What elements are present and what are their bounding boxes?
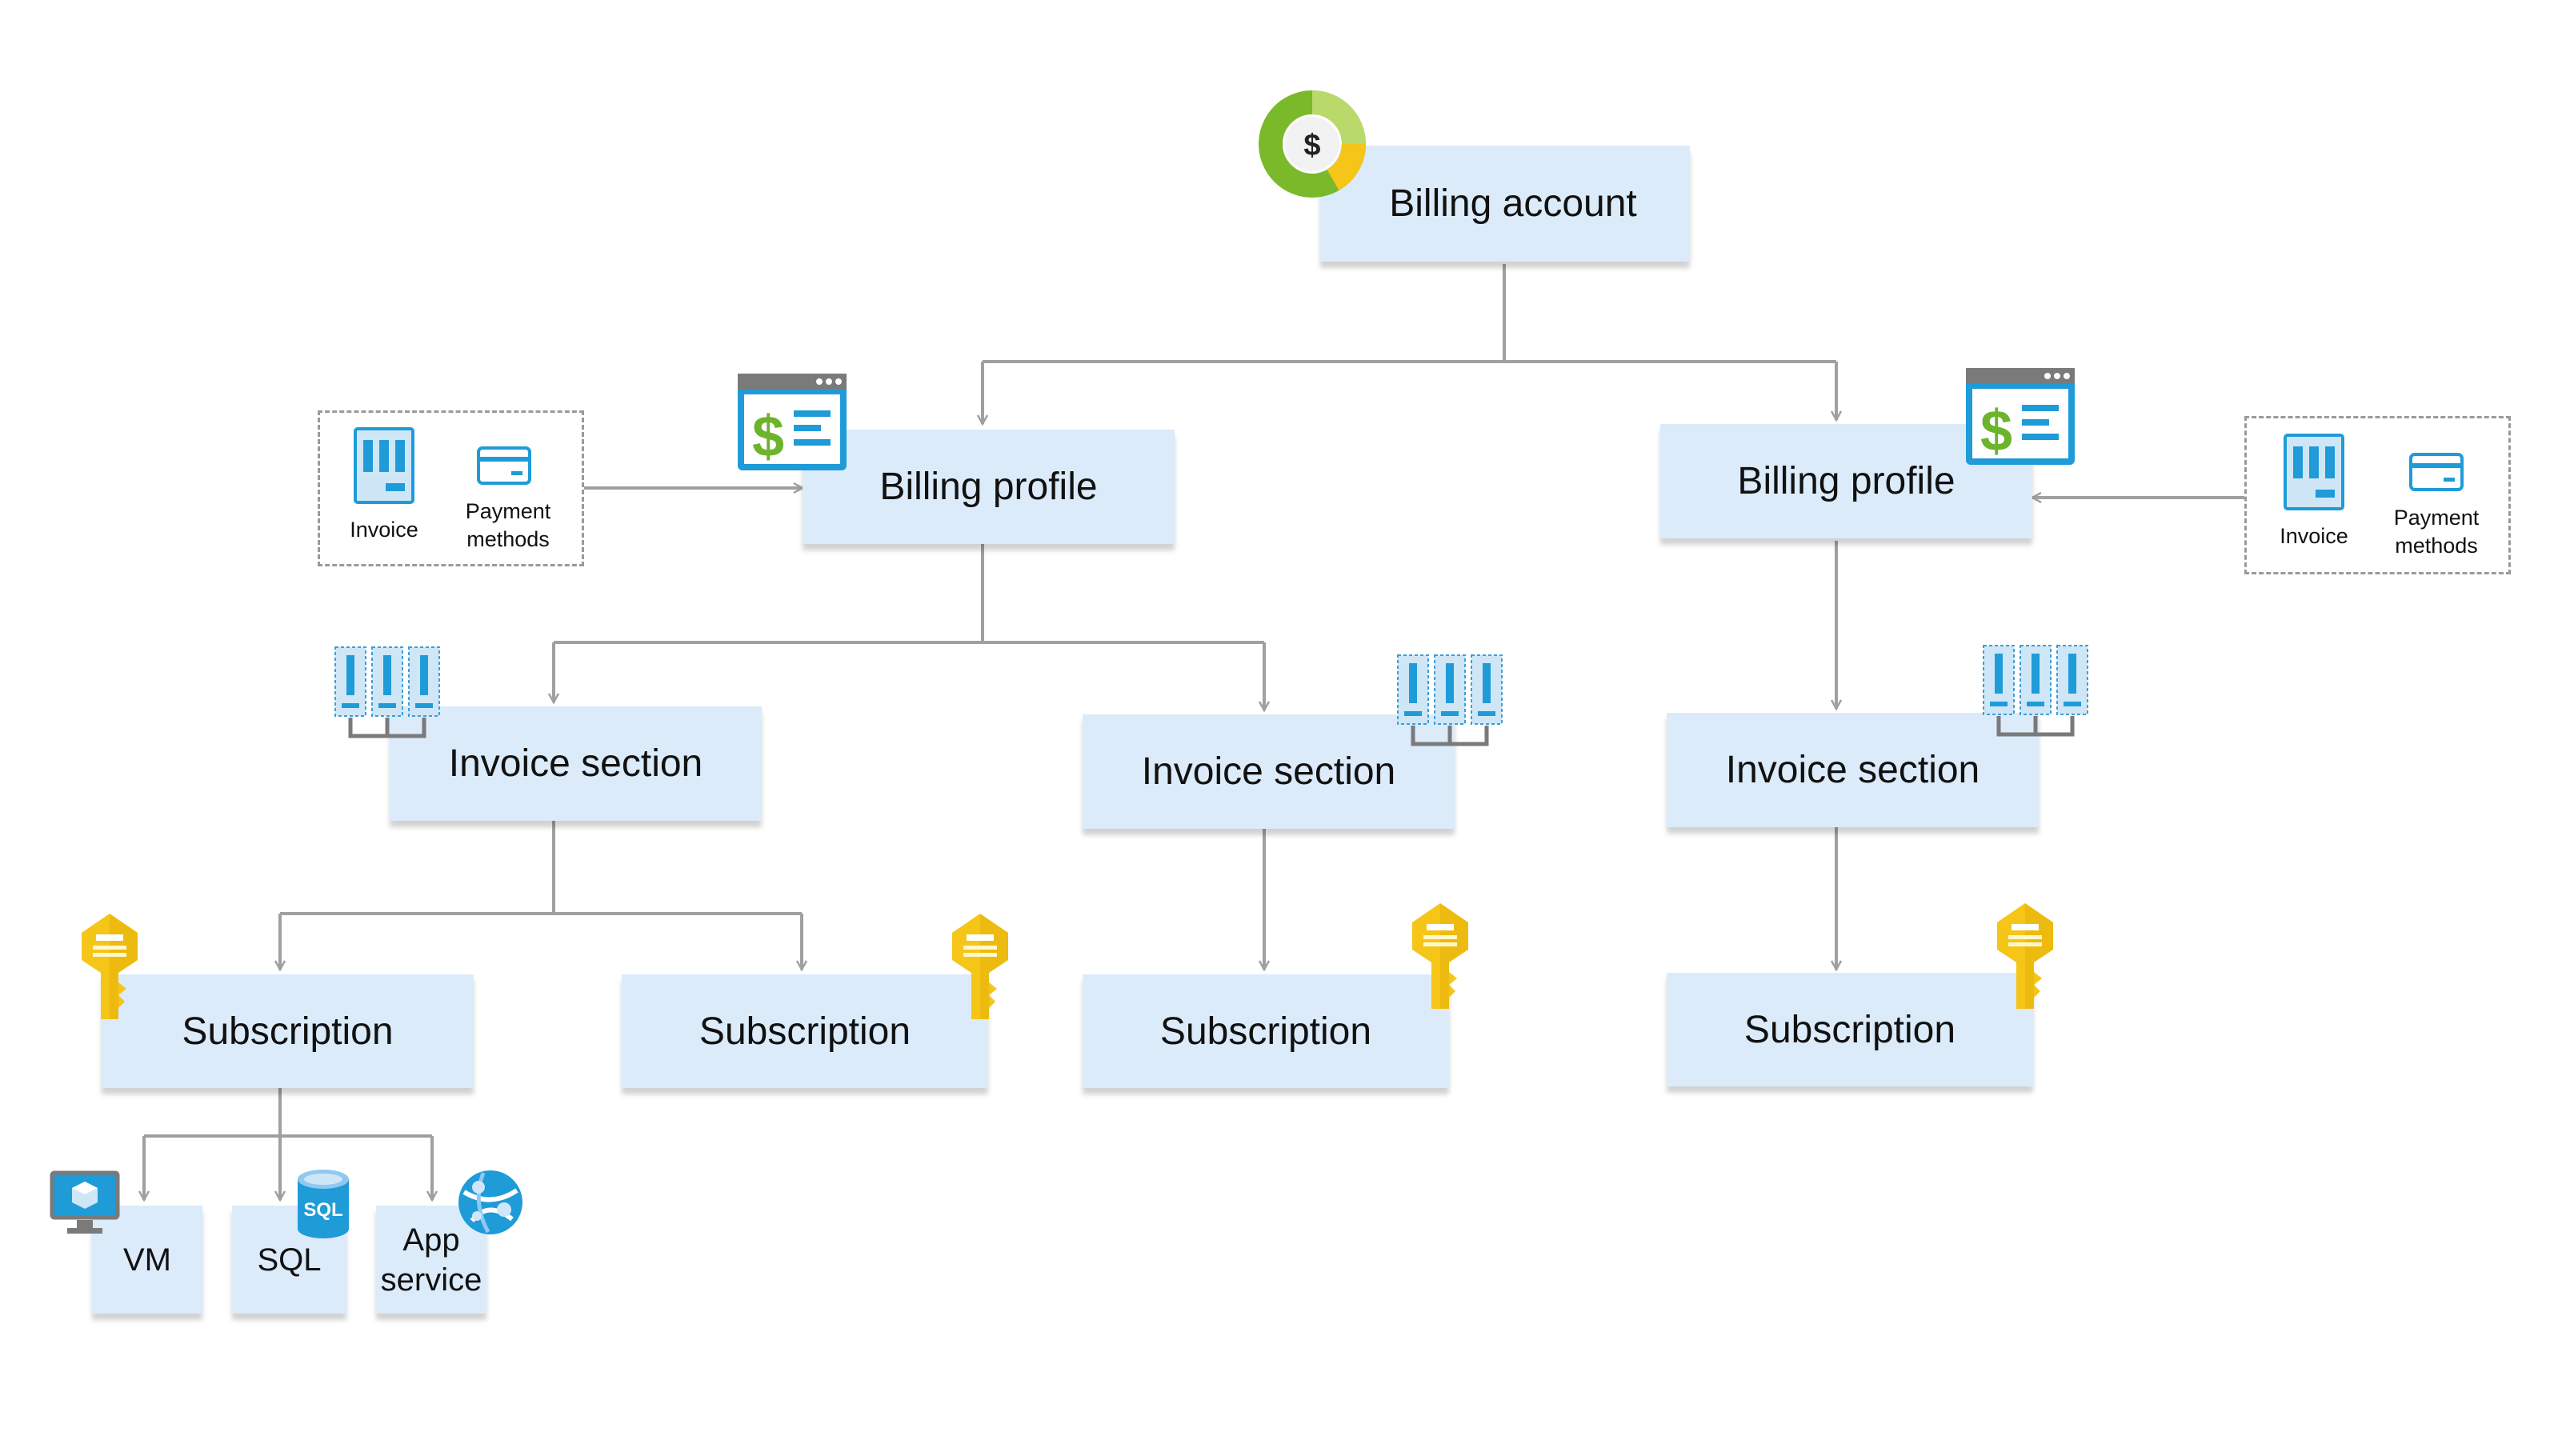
subscription-1-node: Subscription <box>102 974 474 1088</box>
invoice-section-2-node: Invoice section <box>1083 714 1455 829</box>
billing-profile-left-node: Billing profile <box>803 430 1175 544</box>
app-service-line1: App <box>402 1222 460 1258</box>
connector-sub1-resources <box>144 1088 432 1138</box>
invoice-label-right: Invoice <box>2280 524 2348 548</box>
invoice-section-icon <box>334 646 440 738</box>
subscription-4-node: Subscription <box>1667 973 2033 1086</box>
svg-text:$: $ <box>1303 129 1320 162</box>
invoice-section-1-node: Invoice section <box>390 706 762 821</box>
invoice-section-3-node: Invoice section <box>1667 713 2039 827</box>
key-icon <box>1997 903 2053 1009</box>
subscription-1-label: Subscription <box>182 1010 394 1053</box>
app-service-label: App service <box>381 1220 482 1300</box>
connector-profile-left-sections <box>554 544 1264 644</box>
subscription-3-node: Subscription <box>1083 974 1449 1088</box>
key-icon <box>952 914 1008 1019</box>
payment-label-line1: Payment <box>465 499 551 523</box>
sql-label: SQL <box>257 1242 322 1278</box>
vm-label: VM <box>123 1242 171 1278</box>
subscription-4-label: Subscription <box>1743 1008 1956 1051</box>
payment-label-line2: methods <box>466 527 550 552</box>
billing-account-node: Billing account <box>1320 146 1690 262</box>
subscription-3-label: Subscription <box>1159 1010 1372 1053</box>
svg-text:$: $ <box>1980 399 2012 463</box>
vm-node: VM <box>92 1206 202 1314</box>
invoice-section-3-label: Invoice section <box>1725 749 1980 791</box>
svg-text:SQL: SQL <box>303 1199 342 1221</box>
invoice-section-icon <box>1397 654 1503 746</box>
subscription-2-label: Subscription <box>699 1010 911 1053</box>
sql-database-icon: SQL <box>298 1170 349 1238</box>
vm-monitor-icon <box>50 1170 120 1234</box>
billing-account-label: Billing account <box>1389 182 1637 225</box>
connector-section1-subs <box>280 821 802 915</box>
key-icon <box>82 914 138 1019</box>
credit-card-icon <box>477 446 531 485</box>
connector-account-profiles <box>983 264 1836 363</box>
credit-card-icon <box>2409 453 2464 491</box>
invoice-section-2-label: Invoice section <box>1141 750 1396 793</box>
payment-methods-label-left: Payment methods <box>452 498 564 554</box>
invoice-label-left: Invoice <box>350 518 418 542</box>
billing-profile-left-label: Billing profile <box>879 466 1098 508</box>
billing-window-icon: $ <box>738 374 847 470</box>
key-icon <box>1412 903 1468 1009</box>
invoice-section-1-label: Invoice section <box>448 742 703 785</box>
svg-text:$: $ <box>752 405 784 469</box>
payment-label-line2: methods <box>2395 534 2478 558</box>
invoice-section-icon <box>1983 645 2088 737</box>
invoice-document-icon <box>354 427 414 504</box>
app-service-line2: service <box>380 1262 482 1298</box>
billing-window-icon: $ <box>1966 368 2075 465</box>
app-service-globe-icon <box>458 1170 522 1234</box>
invoice-document-icon <box>2284 434 2344 510</box>
billing-profile-right-label: Billing profile <box>1737 460 1956 502</box>
payment-methods-label-right: Payment methods <box>2380 504 2492 560</box>
dollar-donut-icon: $ <box>1259 90 1366 198</box>
billing-profile-right-node: Billing profile <box>1660 424 2032 538</box>
subscription-2-node: Subscription <box>622 974 988 1088</box>
payment-label-line1: Payment <box>2393 506 2480 530</box>
